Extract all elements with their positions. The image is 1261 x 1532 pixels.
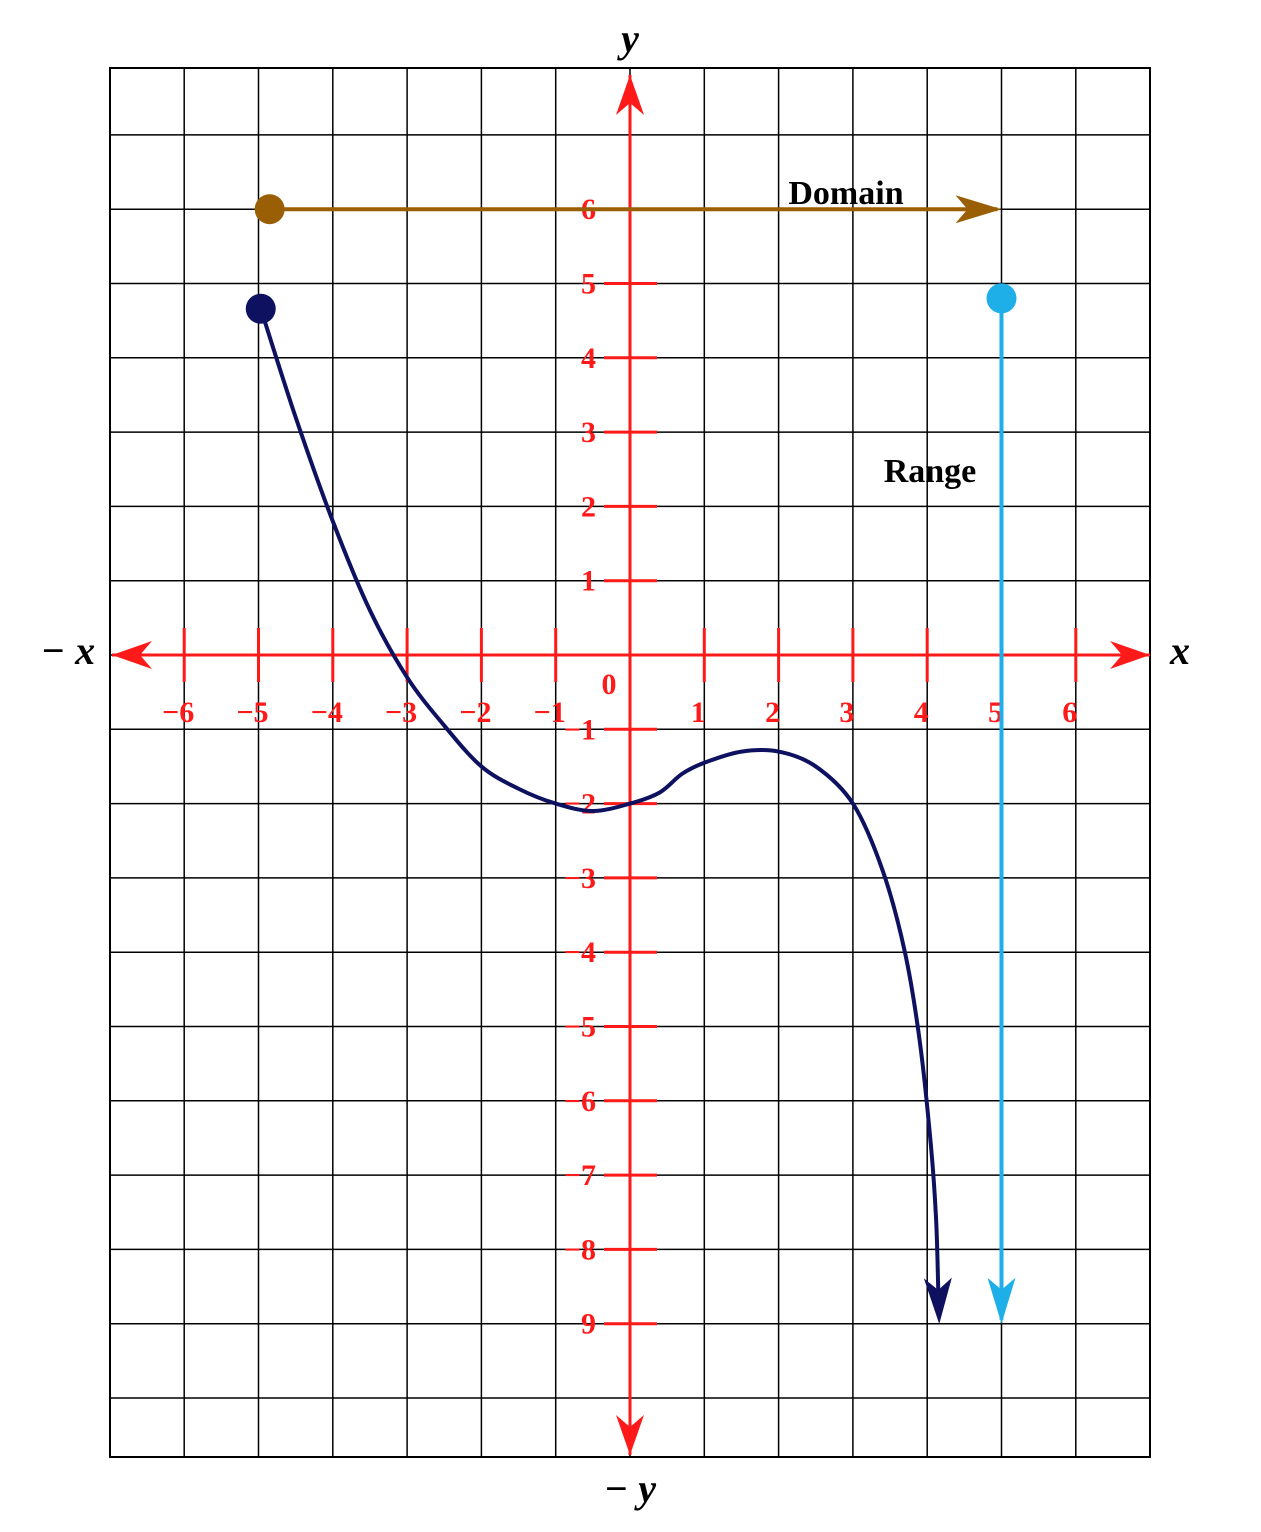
x-axis-arrow-right bbox=[1110, 641, 1150, 669]
x-tick-label: 6 bbox=[1062, 696, 1077, 729]
x-tick-label: −2 bbox=[459, 696, 491, 729]
x-tick-label: 1 bbox=[691, 696, 706, 729]
x-tick-label: −6 bbox=[162, 696, 194, 729]
y-axis-arrow-up bbox=[616, 75, 644, 115]
domain-arrow bbox=[955, 195, 1002, 224]
y-axis-name: y bbox=[617, 16, 639, 61]
function-curve bbox=[260, 311, 941, 1296]
y-tick-label: −2 bbox=[564, 788, 596, 821]
axis-ticks: −6−5−4−3−2−1123456654321−1−2−3−4−5−6−7−8… bbox=[162, 193, 1078, 1341]
x-tick-label: −1 bbox=[534, 696, 566, 729]
y-tick-label: 4 bbox=[581, 342, 596, 375]
function-start-point bbox=[245, 293, 276, 324]
y-tick-label: −7 bbox=[564, 1159, 596, 1192]
y-tick-label: −6 bbox=[564, 1085, 596, 1118]
y-tick-label: −4 bbox=[564, 936, 596, 969]
x-tick-label: 4 bbox=[914, 696, 929, 729]
y-tick-label: −3 bbox=[564, 862, 596, 895]
x-tick-label: −4 bbox=[311, 696, 343, 729]
neg-y-axis-name: − y bbox=[604, 1466, 656, 1511]
y-tick-label: −5 bbox=[564, 1011, 596, 1044]
y-tick-label: 3 bbox=[581, 416, 596, 449]
x-axis-name: x bbox=[1169, 628, 1190, 673]
y-tick-label: 5 bbox=[581, 268, 596, 301]
domain-start-point bbox=[254, 194, 285, 225]
x-tick-label: 2 bbox=[765, 696, 780, 729]
function-curve-arrow bbox=[923, 1277, 952, 1324]
x-tick-label: 5 bbox=[988, 696, 1003, 729]
y-tick-label: −1 bbox=[564, 713, 596, 746]
y-tick-label: 1 bbox=[581, 565, 596, 598]
y-tick-label: −8 bbox=[564, 1233, 596, 1266]
domain-label: Domain bbox=[788, 175, 903, 212]
y-axis-arrow-down bbox=[616, 1415, 644, 1455]
range-label: Range bbox=[884, 453, 977, 490]
neg-x-axis-name: − x bbox=[41, 628, 95, 673]
origin-label: 0 bbox=[602, 668, 617, 701]
x-tick-label: −3 bbox=[385, 696, 417, 729]
series bbox=[245, 194, 1017, 1324]
x-axis-arrow-left bbox=[112, 641, 152, 669]
y-tick-label: 9 bbox=[581, 1308, 596, 1341]
axes bbox=[112, 75, 1150, 1455]
x-tick-label: −5 bbox=[236, 696, 268, 729]
range-start-point bbox=[986, 283, 1017, 314]
range-arrow bbox=[987, 1277, 1016, 1324]
x-tick-label: 3 bbox=[839, 696, 854, 729]
y-tick-label: 2 bbox=[581, 490, 596, 523]
